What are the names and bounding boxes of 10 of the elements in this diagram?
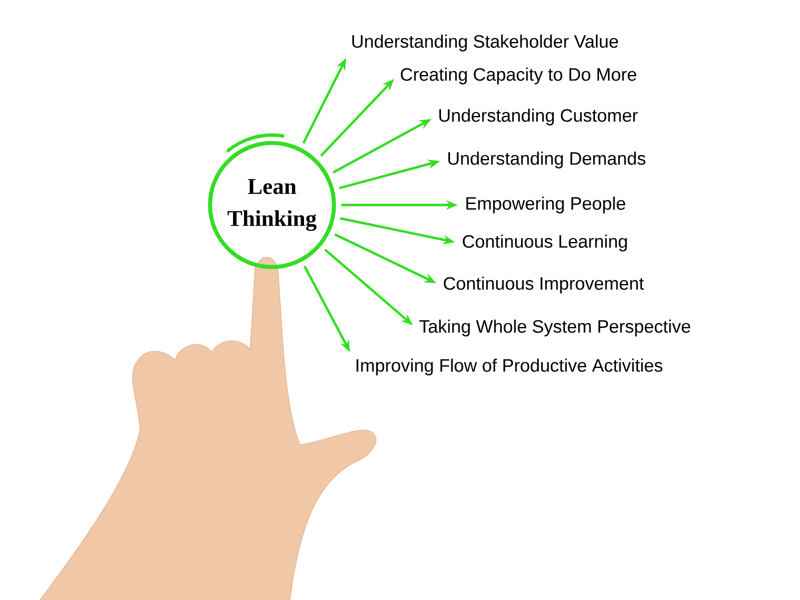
item-label: Creating Capacity to Do More [400, 68, 636, 84]
circle-node: Lean Thinking [208, 141, 336, 269]
item-label: Understanding Customer [439, 108, 638, 126]
item-label: Improving Flow of Productive Activities [356, 358, 662, 376]
item-label: Continuous Learning [462, 234, 627, 252]
item-label: Understanding Stakeholder Value [352, 34, 618, 52]
item-label: Understanding Demands [448, 152, 646, 168]
item-label: Taking Whole System Perspective [419, 320, 690, 336]
item-label: Continuous Improvement [444, 276, 644, 294]
item-label: Empowering People [466, 196, 626, 214]
